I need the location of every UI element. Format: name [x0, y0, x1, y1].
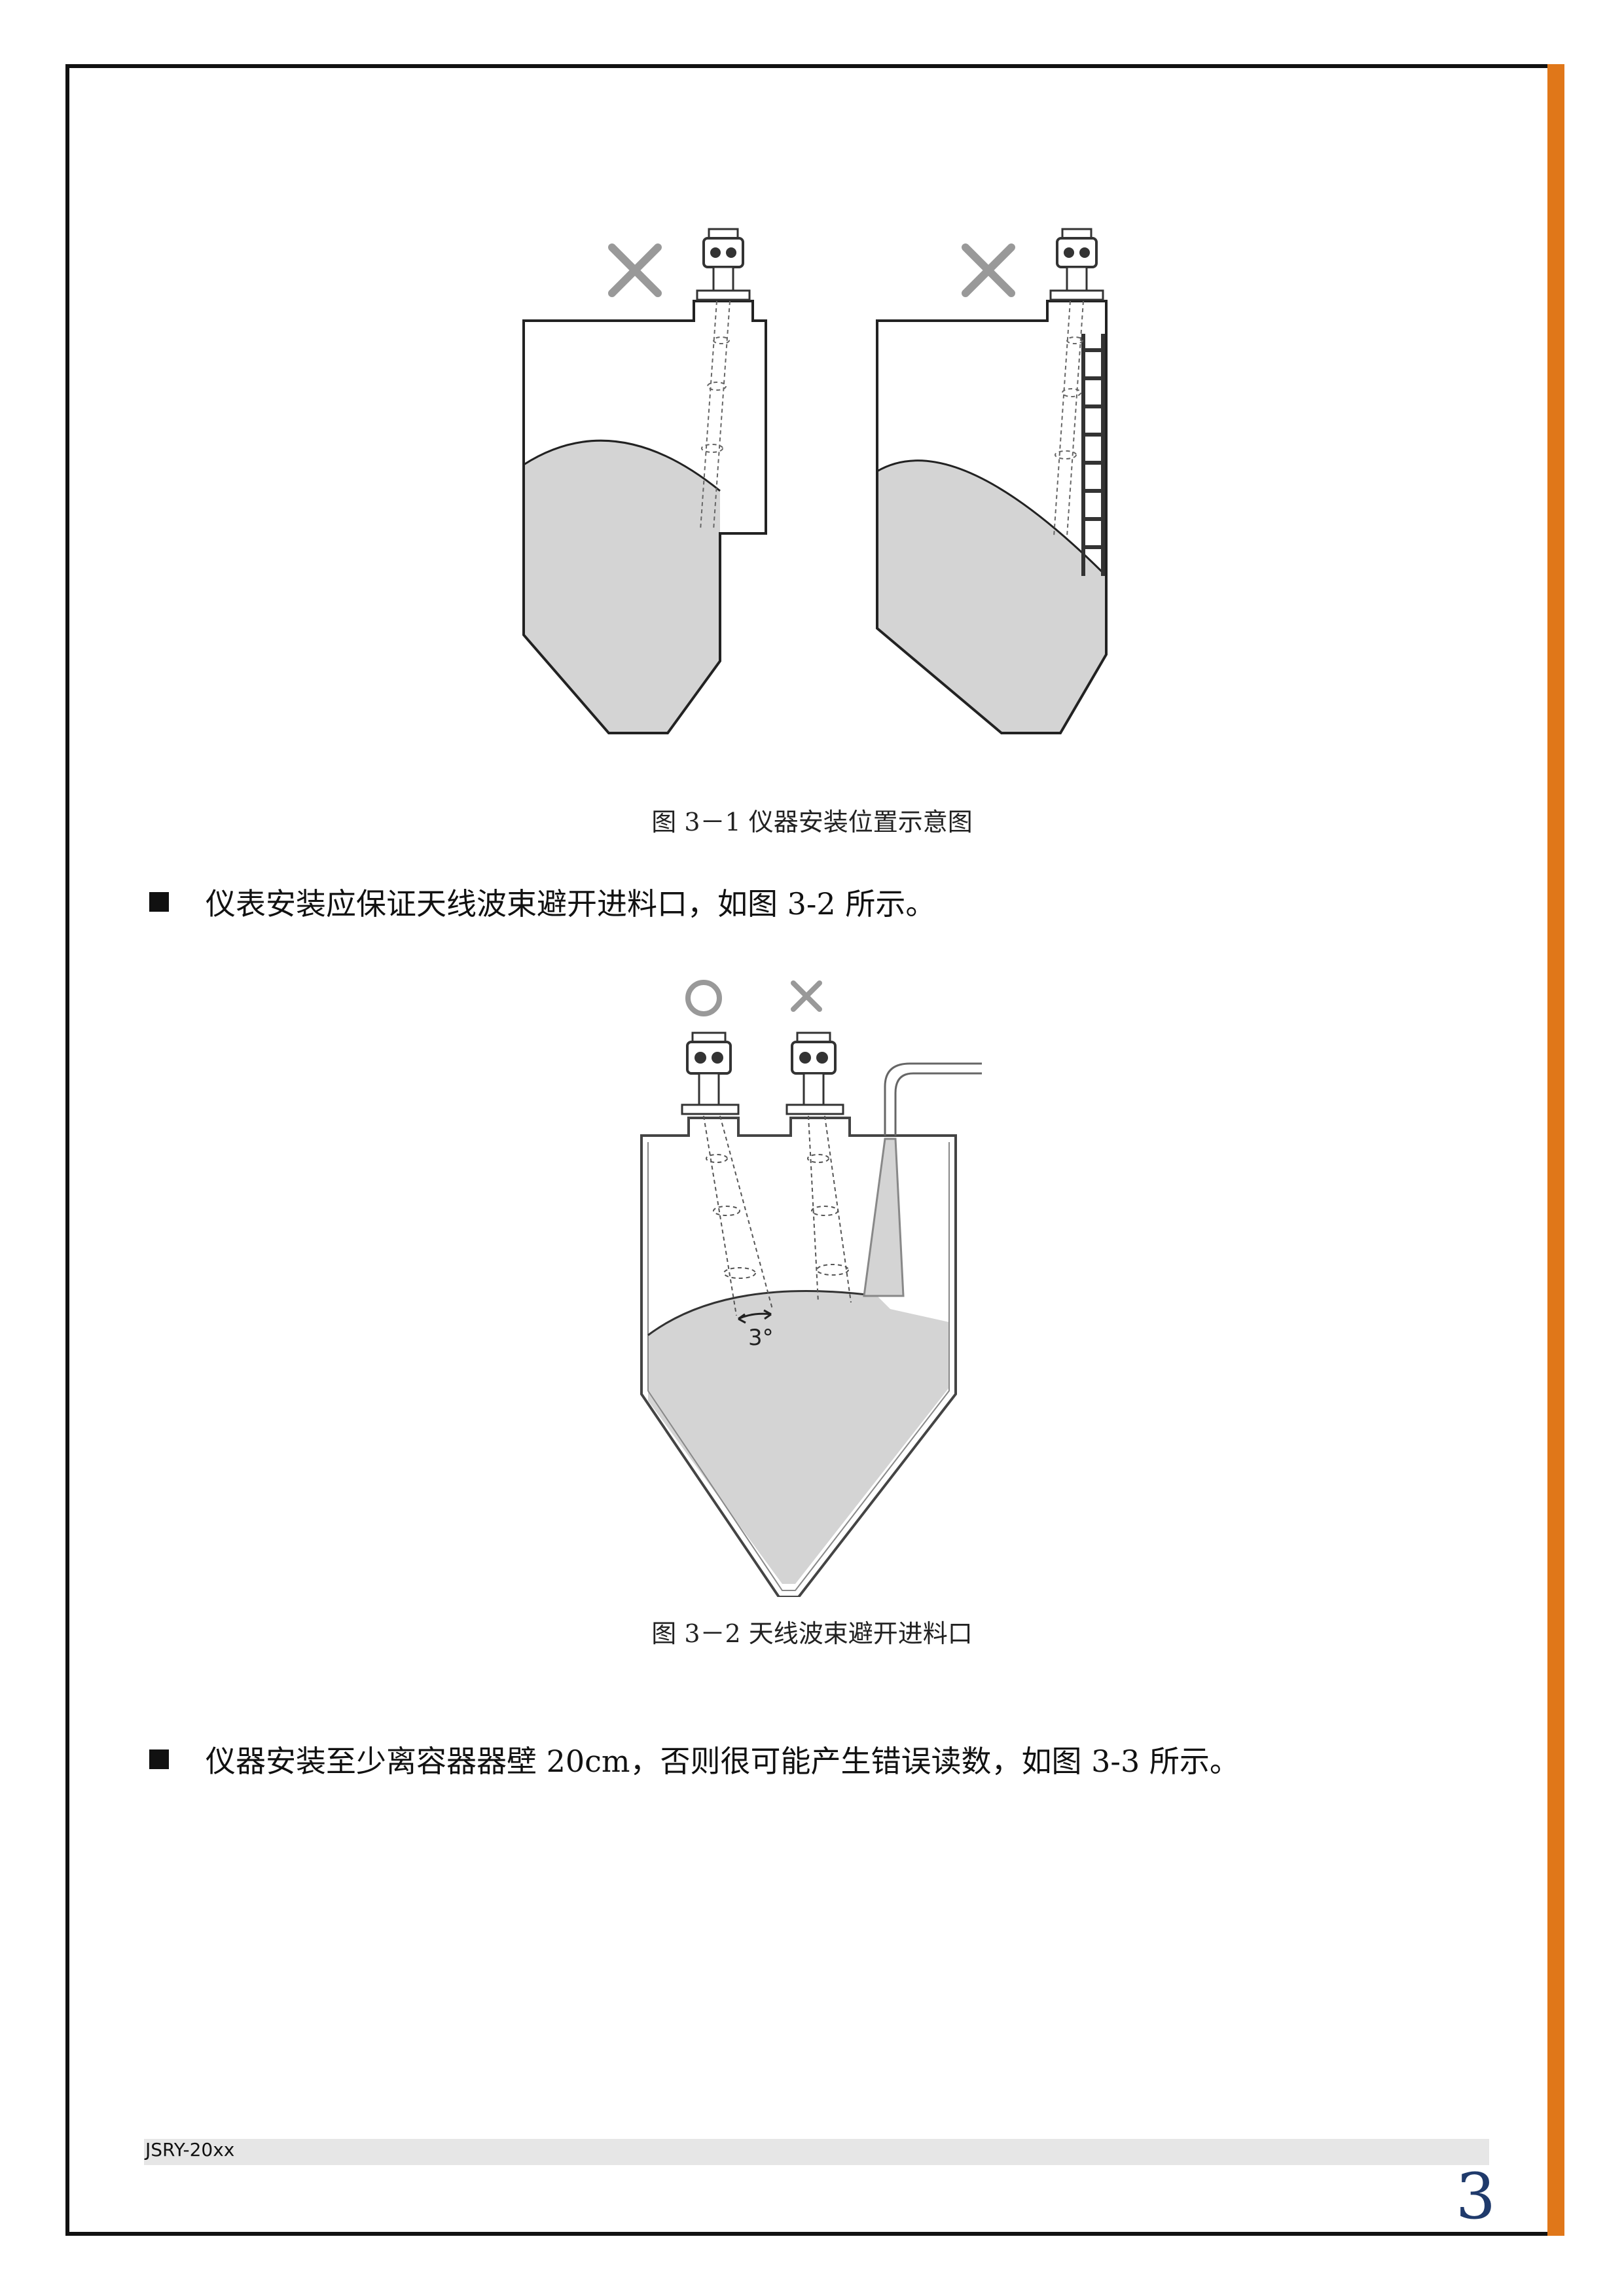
figure-3-2: 3° — [640, 980, 982, 1597]
square-bullet-icon — [149, 1749, 169, 1769]
bullet-text: 仪器安装至少离容器器壁 20cm，否则很可能产生错误读数，如图 3-3 所示。 — [206, 1744, 1240, 1779]
radar-level-gauge-icon — [681, 1031, 740, 1115]
tank-left — [522, 228, 767, 734]
feed-pipe-icon — [863, 1062, 982, 1297]
footer-doc-id: JSRY-20xx — [145, 2139, 235, 2161]
cross-mark-icon — [608, 243, 662, 297]
bullet-text: 仪表安装应保证天线波束避开进料口，如图 3-2 所示。 — [206, 886, 936, 922]
bullet-item-wall-distance: 仪器安装至少离容器器壁 20cm，否则很可能产生错误读数，如图 3-3 所示。 — [149, 1738, 1240, 1781]
angle-arrow-icon — [738, 1309, 772, 1324]
figure-3-1-caption: 图 3－1 仪器安装位置示意图 — [651, 808, 973, 836]
radar-level-gauge-icon — [696, 228, 751, 301]
radar-level-gauge-icon — [785, 1031, 844, 1115]
cross-mark-icon — [791, 980, 822, 1012]
figure-3-1 — [522, 228, 1108, 734]
angle-label: 3° — [748, 1325, 774, 1351]
hopper-tank — [640, 1117, 957, 1597]
tank-right — [876, 228, 1108, 734]
figure-3-2-caption: 图 3－2 天线波束避开进料口 — [651, 1619, 973, 1648]
ladder-icon — [1081, 334, 1105, 576]
cross-mark-icon — [962, 243, 1015, 297]
square-bullet-icon — [149, 892, 169, 912]
radar-level-gauge-icon — [1049, 228, 1104, 301]
page-number: 3 — [1455, 2160, 1496, 2233]
circle-mark-icon — [685, 980, 722, 1016]
bullet-item-antenna-beam: 仪表安装应保证天线波束避开进料口，如图 3-2 所示。 — [149, 880, 935, 924]
footer-bar — [144, 2139, 1489, 2165]
orange-side-accent — [1547, 64, 1564, 2236]
